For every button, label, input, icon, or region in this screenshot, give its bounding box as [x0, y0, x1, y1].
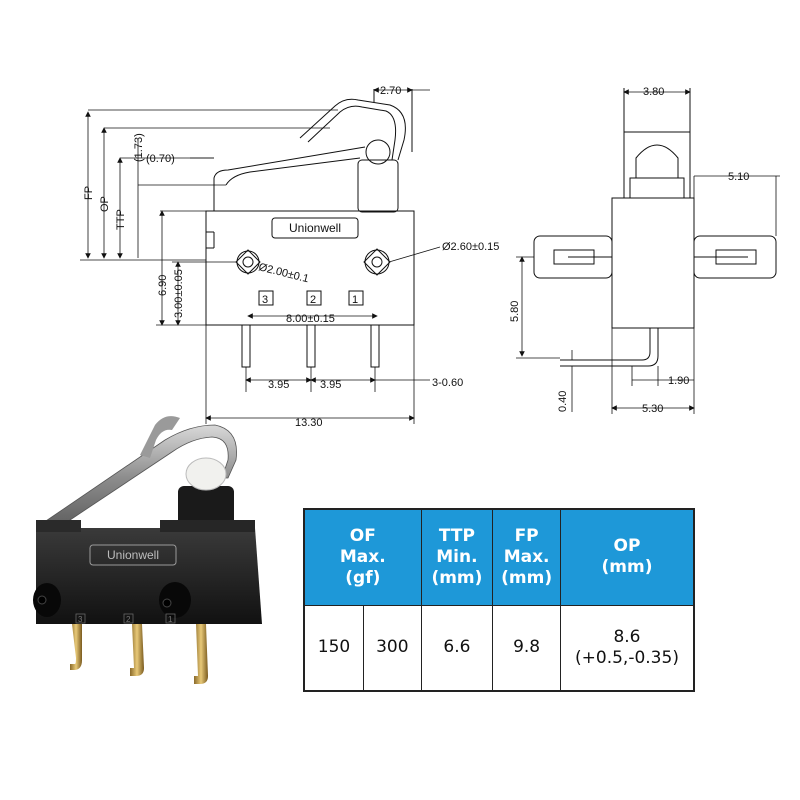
dim-pitch: 8.00±0.15: [286, 313, 335, 325]
side-view: [533, 88, 777, 367]
dim-070: (0.70): [146, 153, 175, 165]
header-op: OP (mm): [559, 509, 694, 605]
terminal-pin: [306, 324, 316, 368]
dim-hole-right: Ø2.60±0.15: [442, 241, 499, 253]
front-dimension-labels: 2.70 FP OP TTP (1.73) (0.70) 6.90 3.00±0…: [83, 85, 499, 429]
terminal-label-1: 1: [352, 294, 358, 306]
spec-header-row: OF Max. (gf) TTP Min. (mm) FP Max. (mm) …: [304, 509, 694, 605]
header-ttp: TTP Min. (mm): [420, 509, 493, 605]
product-photo: Unionwell 3 2 1: [33, 416, 262, 684]
terminal-label-2: 2: [310, 294, 316, 306]
header-of: OF Max. (gf): [304, 509, 422, 605]
product-brand-label: Unionwell: [107, 548, 159, 562]
product-terminal-2: 2: [126, 615, 131, 624]
dim-173: (1.73): [133, 133, 145, 162]
dim-length: 13.30: [295, 417, 323, 429]
dim-lever-width: 2.70: [380, 85, 401, 97]
mounting-hole-left: [236, 250, 260, 274]
dim-hole-left: Ø2.00±0.1: [257, 261, 310, 285]
side-dimensions: [516, 89, 780, 414]
value-op-tolerance: (+0.5,-0.35): [575, 647, 679, 668]
front-dimensions: [80, 87, 441, 424]
value-ttp: 6.6: [420, 604, 494, 692]
side-body: [611, 197, 695, 329]
dim-op: OP: [99, 196, 111, 212]
dim-690: 6.90: [157, 275, 169, 296]
brand-label: Unionwell: [289, 221, 341, 235]
value-fp: 9.8: [492, 604, 561, 692]
dim-395-a: 3.95: [268, 379, 289, 391]
dim-040: 0.40: [557, 391, 569, 412]
header-fp: FP Max. (mm): [492, 509, 561, 605]
side-dimension-labels: 3.80 5.10 5.80 0.40 1.90 5.30: [509, 86, 749, 415]
dim-top-width: 3.80: [643, 86, 664, 98]
value-op-nominal: 8.6: [613, 626, 641, 647]
value-of-2: 300: [363, 604, 422, 692]
dim-300: 3.00±0.05: [173, 269, 185, 318]
terminal-label-3: 3: [262, 294, 268, 306]
value-op: 8.6 (+0.5,-0.35): [559, 604, 695, 692]
brand-box: [271, 217, 359, 239]
dim-580: 5.80: [509, 301, 521, 322]
dim-395-b: 3.95: [320, 379, 341, 391]
terminal-pin: [370, 324, 380, 368]
value-of-1: 150: [303, 604, 365, 692]
spec-value-row: 150 300 6.6 9.8 8.6 (+0.5,-0.35): [303, 604, 695, 692]
terminal-labels: 3 2 1: [262, 294, 358, 306]
dim-190: 1.90: [668, 375, 689, 387]
dim-530: 5.30: [642, 403, 663, 415]
mounting-hole-right: [364, 249, 390, 275]
dim-side-width: 5.10: [728, 171, 749, 183]
product-terminal-3: 3: [78, 615, 83, 624]
spec-table: OF Max. (gf) TTP Min. (mm) FP Max. (mm) …: [303, 508, 695, 692]
dim-fp: FP: [83, 186, 95, 200]
terminal-pin: [241, 324, 251, 368]
product-terminal-1: 1: [168, 615, 173, 624]
dim-ttp: TTP: [115, 209, 127, 230]
dim-pin-width: 3-0.60: [432, 377, 463, 389]
